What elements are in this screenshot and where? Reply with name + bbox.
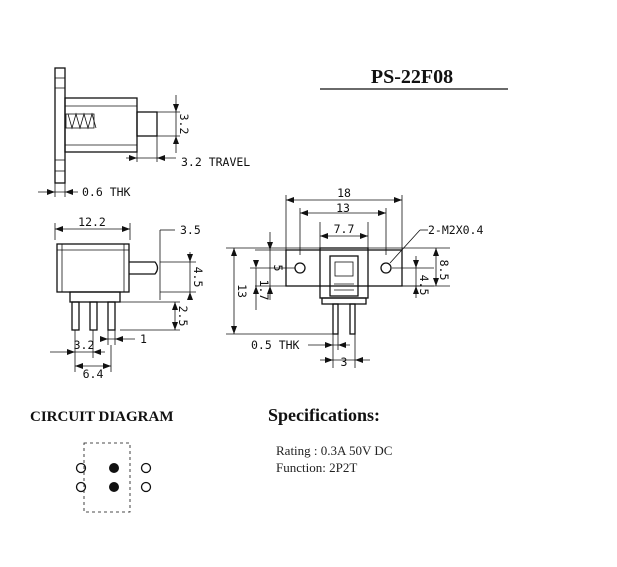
common-contact bbox=[109, 482, 119, 492]
dim-pin-pitch: 3.2 bbox=[74, 338, 95, 352]
specs-section: Specifications: Rating : 0.3A 50V DC Fun… bbox=[268, 405, 392, 475]
dim-height-8-5: 8.5 bbox=[437, 260, 451, 281]
dim-front-pitch-3: 3 bbox=[341, 355, 348, 369]
dim-width-18: 18 bbox=[337, 186, 351, 200]
dim-width-13: 13 bbox=[336, 201, 350, 215]
pin-right bbox=[107, 301, 116, 331]
spec-function: Function: 2P2T bbox=[276, 460, 357, 475]
front-pin-left bbox=[332, 303, 339, 335]
switch-outline bbox=[83, 442, 131, 513]
contact-circle bbox=[140, 462, 152, 474]
pin-left bbox=[71, 301, 80, 331]
end-view: 12.2 3.5 4.5 2.5 1 3 bbox=[50, 215, 205, 381]
mounting-plate bbox=[54, 67, 66, 184]
common-contact bbox=[109, 463, 119, 473]
end-body bbox=[56, 243, 130, 293]
pin-middle bbox=[89, 301, 98, 331]
part-number-title: PS-22F08 bbox=[371, 66, 453, 88]
dim-front-thickness: 0.5 THK bbox=[251, 338, 300, 352]
spring bbox=[67, 112, 97, 130]
dim-height-1-7: 1.7 bbox=[257, 280, 271, 301]
specs-heading: Specifications: bbox=[268, 405, 380, 425]
dim-height-4-5: 4.5 bbox=[417, 275, 431, 296]
circuit-section: CIRCUIT DIAGRAM bbox=[30, 409, 173, 513]
end-actuator bbox=[129, 261, 159, 275]
dim-plunger-height: 3.2 bbox=[177, 114, 191, 135]
contact-circle bbox=[75, 462, 87, 474]
dim-plate-thickness: 0.6 THK bbox=[82, 185, 131, 199]
dim-2-5: 2.5 bbox=[176, 306, 190, 327]
contact-circle bbox=[75, 481, 87, 493]
front-slider bbox=[329, 255, 359, 297]
spec-rating: Rating : 0.3A 50V DC bbox=[276, 443, 392, 458]
side-view: 3.2 3.2 TRAVEL 0.6 THK bbox=[38, 67, 250, 199]
dim-mount-holes: 2-M2X0.4 bbox=[428, 223, 483, 237]
dim-height-13: 13 bbox=[235, 284, 249, 298]
dim-width-12-2: 12.2 bbox=[78, 215, 106, 229]
dim-1: 1 bbox=[140, 332, 147, 346]
dim-3-5: 3.5 bbox=[180, 223, 201, 237]
contact-circle bbox=[140, 481, 152, 493]
mount-hole-right bbox=[380, 262, 392, 274]
front-view: 18 13 7.7 2-M2X0.4 13 bbox=[226, 186, 483, 369]
mount-hole-left bbox=[294, 262, 306, 274]
dim-6-4: 6.4 bbox=[83, 367, 104, 381]
dim-width-7-7: 7.7 bbox=[334, 222, 355, 236]
circuit-heading: CIRCUIT DIAGRAM bbox=[30, 409, 173, 425]
front-pin-right bbox=[349, 303, 356, 335]
dim-travel: 3.2 TRAVEL bbox=[181, 155, 250, 169]
plunger bbox=[136, 111, 158, 137]
dim-side-4-5: 4.5 bbox=[191, 267, 205, 288]
